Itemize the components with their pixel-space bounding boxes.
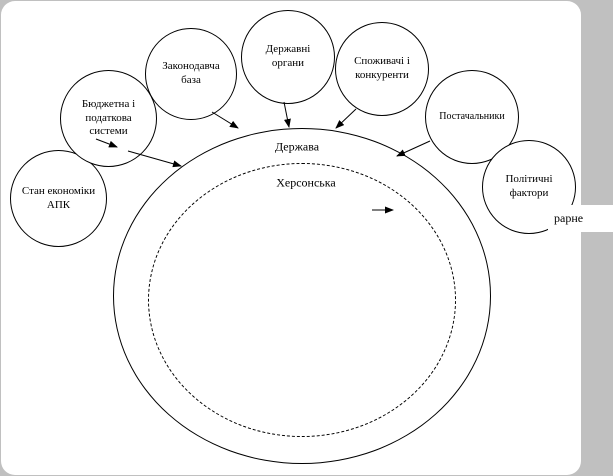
node-label: Політичні фактори (505, 173, 553, 199)
environment-inner-dashed-circle (148, 163, 456, 437)
node-politychni-faktory: Політичні фактори (482, 140, 576, 234)
node-label: Постачальники (439, 110, 505, 122)
node-label: Споживачі і конкуренти (354, 55, 410, 81)
node-label: Законодавча база (162, 60, 220, 86)
center-label-khersonska: Херсонська (276, 175, 336, 190)
node-byudzhetna-podatkova: Бюджетна і податкова системи (60, 70, 157, 167)
clipped-text-fragment: рарне (548, 205, 613, 232)
center-label-derzhava: Держава (274, 139, 320, 154)
node-spozhyvachi-konkurenty: Споживачі і конкуренти (335, 22, 429, 116)
node-zakonodavcha-baza: Законодавча база (145, 28, 237, 120)
node-label: Державні органи (265, 43, 311, 69)
node-label: Стан економіки АПК (21, 184, 96, 211)
node-label: Бюджетна і податкова системи (81, 97, 136, 138)
node-derzhavni-organy: Державні органи (241, 10, 335, 104)
node-stan-ekonomiky-apk: Стан економіки АПК (10, 150, 107, 247)
